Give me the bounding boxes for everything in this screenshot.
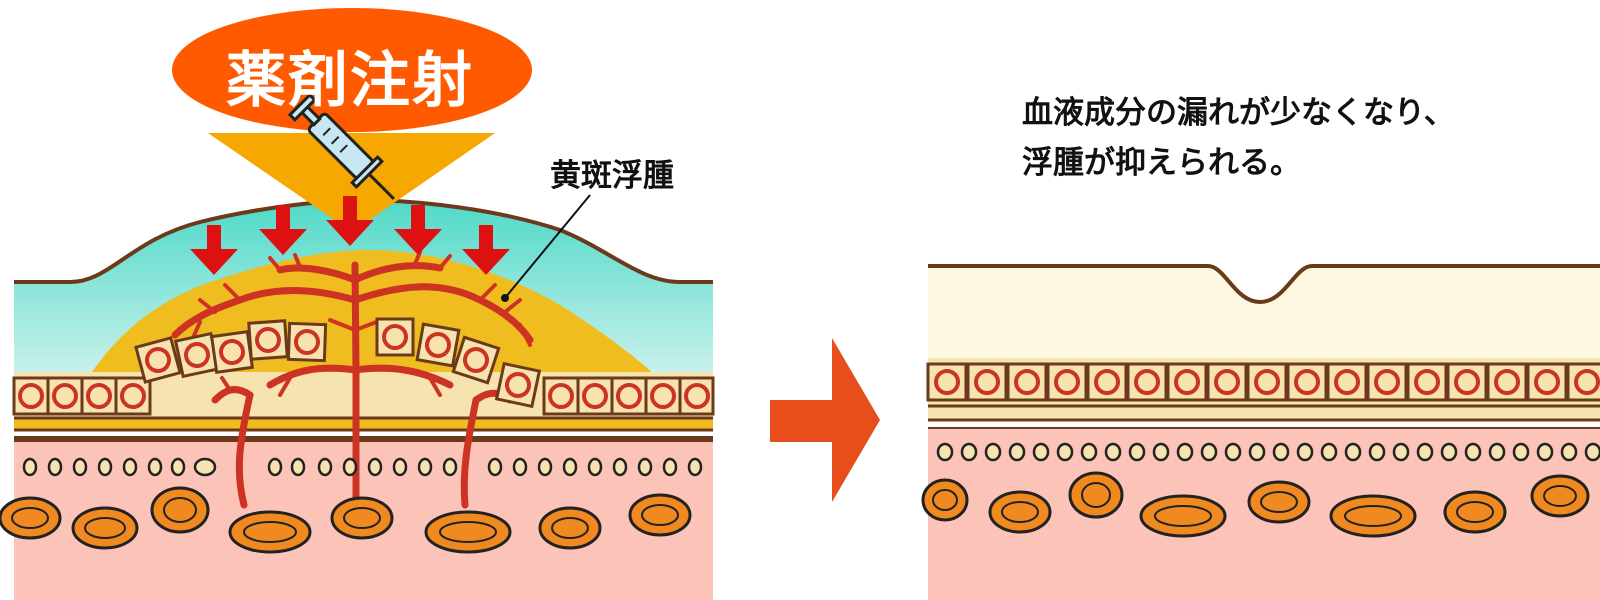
choroid-small-oval	[1584, 442, 1600, 462]
rpe-cell	[1326, 362, 1368, 402]
rpe-cell	[1526, 362, 1568, 402]
choroid-small-oval	[1056, 442, 1074, 462]
rpe-cell	[1086, 362, 1128, 402]
choroid-cells-after	[921, 471, 1590, 538]
choroid-small-oval	[1176, 442, 1194, 462]
rpe-cell	[1486, 362, 1528, 402]
choroid-small-oval	[1560, 442, 1578, 462]
choroid-small-oval	[1536, 442, 1554, 462]
rpe-cell	[1446, 362, 1488, 402]
edema-leader-line	[504, 194, 591, 299]
lifted-rpe-cells	[134, 317, 542, 409]
rpe-cell	[1166, 362, 1208, 402]
choroid-small-oval	[1392, 442, 1410, 462]
choroid-small-oval	[960, 442, 978, 462]
rpe-cells-left	[12, 376, 152, 416]
injection-bubble	[172, 8, 532, 132]
rpe-cell	[1046, 362, 1088, 402]
down-arrow-icon	[259, 205, 307, 255]
down-arrow-icon	[462, 225, 510, 275]
choroid-cells-before	[0, 486, 692, 554]
choroid-small-oval	[1368, 442, 1386, 462]
choroid-small-oval	[1008, 442, 1026, 462]
down-arrow-icon	[326, 196, 374, 246]
rpe-cells-after	[926, 362, 1600, 402]
after-panel	[921, 264, 1600, 600]
choroid-small-oval	[1272, 442, 1290, 462]
down-arrow-icon	[190, 225, 238, 275]
rpe-cell	[1286, 362, 1328, 402]
injection-label: 薬剤注射	[226, 46, 474, 116]
rpe-cell	[926, 362, 968, 402]
choroid-small-oval	[1152, 442, 1170, 462]
retina-after	[928, 266, 1600, 360]
choroid-small-oval	[1104, 442, 1122, 462]
rpe-cell	[1126, 362, 1168, 402]
choroid-small-oval	[1224, 442, 1242, 462]
choroid-small-oval	[1296, 442, 1314, 462]
choroid-small-oval	[1488, 442, 1506, 462]
choroid-small-oval	[1464, 442, 1482, 462]
rpe-cell	[966, 362, 1008, 402]
rpe-cell	[1566, 362, 1600, 402]
result-line-2: 浮腫が抑えられる。	[1022, 145, 1301, 181]
choroid-small-oval	[1032, 442, 1050, 462]
result-line-1: 血液成分の漏れが少なくなり、	[1022, 95, 1455, 131]
choroid-small-oval	[1440, 442, 1458, 462]
before-panel	[0, 8, 715, 600]
syringe-icon	[287, 92, 395, 200]
choroid-small-oval	[1248, 442, 1266, 462]
choroid-small-oval	[1320, 442, 1338, 462]
down-arrows	[190, 196, 510, 275]
choroid-small-oval	[984, 442, 1002, 462]
rpe-cell	[1206, 362, 1248, 402]
rpe-cells-right	[542, 376, 715, 416]
result-description: 血液成分の漏れが少なくなり、 浮腫が抑えられる。	[1022, 88, 1455, 188]
rpe-cell	[1406, 362, 1448, 402]
rpe-cell	[1366, 362, 1408, 402]
choroid-small-oval	[936, 442, 954, 462]
choroid-small-ovals-before	[22, 457, 703, 477]
choroid-small-oval	[1512, 442, 1530, 462]
choroid-small-oval	[1200, 442, 1218, 462]
choroid-small-oval	[1344, 442, 1362, 462]
choroid-small-oval	[1416, 442, 1434, 462]
rpe-cell	[1006, 362, 1048, 402]
choroid-small-oval	[1080, 442, 1098, 462]
right-arrow-icon	[770, 338, 880, 502]
choroid-small-ovals-after	[936, 442, 1600, 462]
down-arrow-icon	[394, 205, 442, 255]
edema-label: 黄斑浮腫	[550, 158, 674, 194]
rpe-cell	[1246, 362, 1288, 402]
choroid-small-oval	[1128, 442, 1146, 462]
